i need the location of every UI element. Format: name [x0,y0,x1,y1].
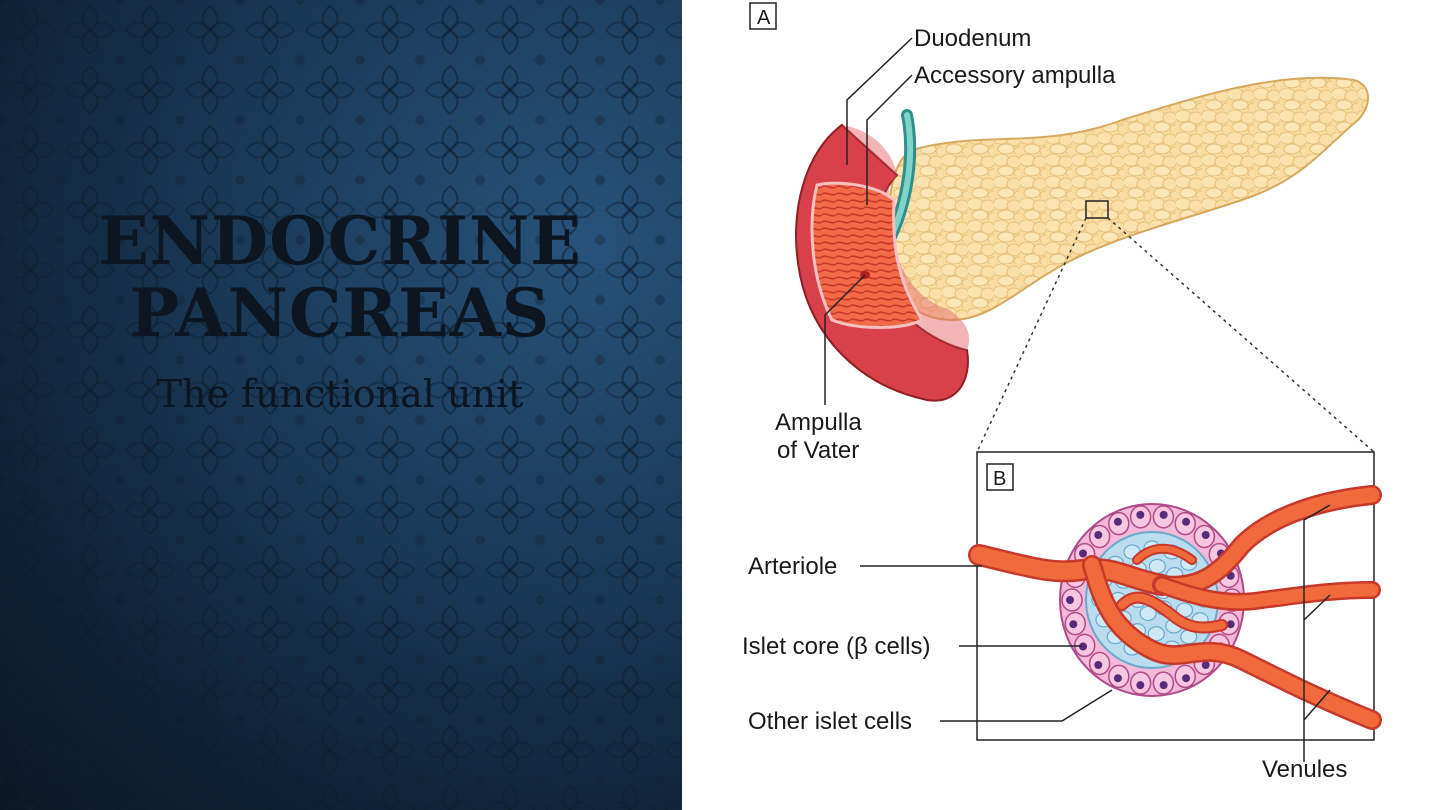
islet-cell-nucleus [1136,510,1145,519]
islet-core-cell [1148,558,1166,575]
islet-cell-nucleus [1201,660,1210,669]
title-panel: ENDOCRINE PANCREAS The functional unit [0,0,682,810]
zoom-guide-lines [976,217,1375,453]
figure-panel: A Duodenum Accessory ampulla Ampulla of … [682,0,1440,810]
slide-title-line-1: ENDOCRINE [98,202,582,280]
leader-lines-b [860,504,1331,762]
islet-cell-nucleus [1182,517,1191,526]
islet-cell-nucleus [1159,510,1168,519]
islet-cell-nucleus [1079,549,1088,558]
islet-cell-nucleus [1201,531,1210,540]
slide-subtitle: The functional unit [156,372,524,416]
pancreas-illustration [885,76,1369,322]
islet-core-cell [1147,626,1165,642]
damask-background-pattern [0,0,682,810]
zoom-region-marker [1085,200,1109,219]
slide-title-line-2: PANCREAS [129,274,551,352]
islet-cell-nucleus [1094,531,1103,540]
islet-cell-nucleus [1094,660,1103,669]
islet-cell-nucleus [1182,674,1191,683]
label-accessory-ampulla: Accessory ampulla [914,62,1116,89]
panel-a-label: A [757,7,771,29]
islet-cell-nucleus [1066,596,1074,604]
islet-cell-nucleus [1226,620,1235,629]
islet-cell-nucleus [1113,517,1122,526]
leader-lines-a [824,37,913,405]
duodenum-illustration [795,123,970,402]
panel-b-label: B [993,468,1006,490]
islet-cell-nucleus [1069,620,1078,629]
label-other-islet-cells: Other islet cells [748,708,912,735]
islet-cell-nucleus [1136,681,1145,690]
label-venules: Venules [1262,756,1347,783]
label-arteriole: Arteriole [748,553,837,580]
vessel-illustration [968,485,1382,730]
label-duodenum: Duodenum [914,25,1031,52]
label-ampulla-line-2: of Vater [777,437,859,464]
panel-b-inset: B [968,451,1382,741]
pancreas-diagram: A Duodenum Accessory ampulla Ampulla of … [742,2,1382,783]
label-ampulla-line-1: Ampulla [775,409,862,436]
label-islet-core: Islet core (β cells) [742,633,931,660]
islet-cell-nucleus [1159,681,1168,690]
islet-cell-nucleus [1079,642,1088,651]
panel-a-marker: A [749,2,777,30]
islet-cell-nucleus [1113,674,1122,683]
